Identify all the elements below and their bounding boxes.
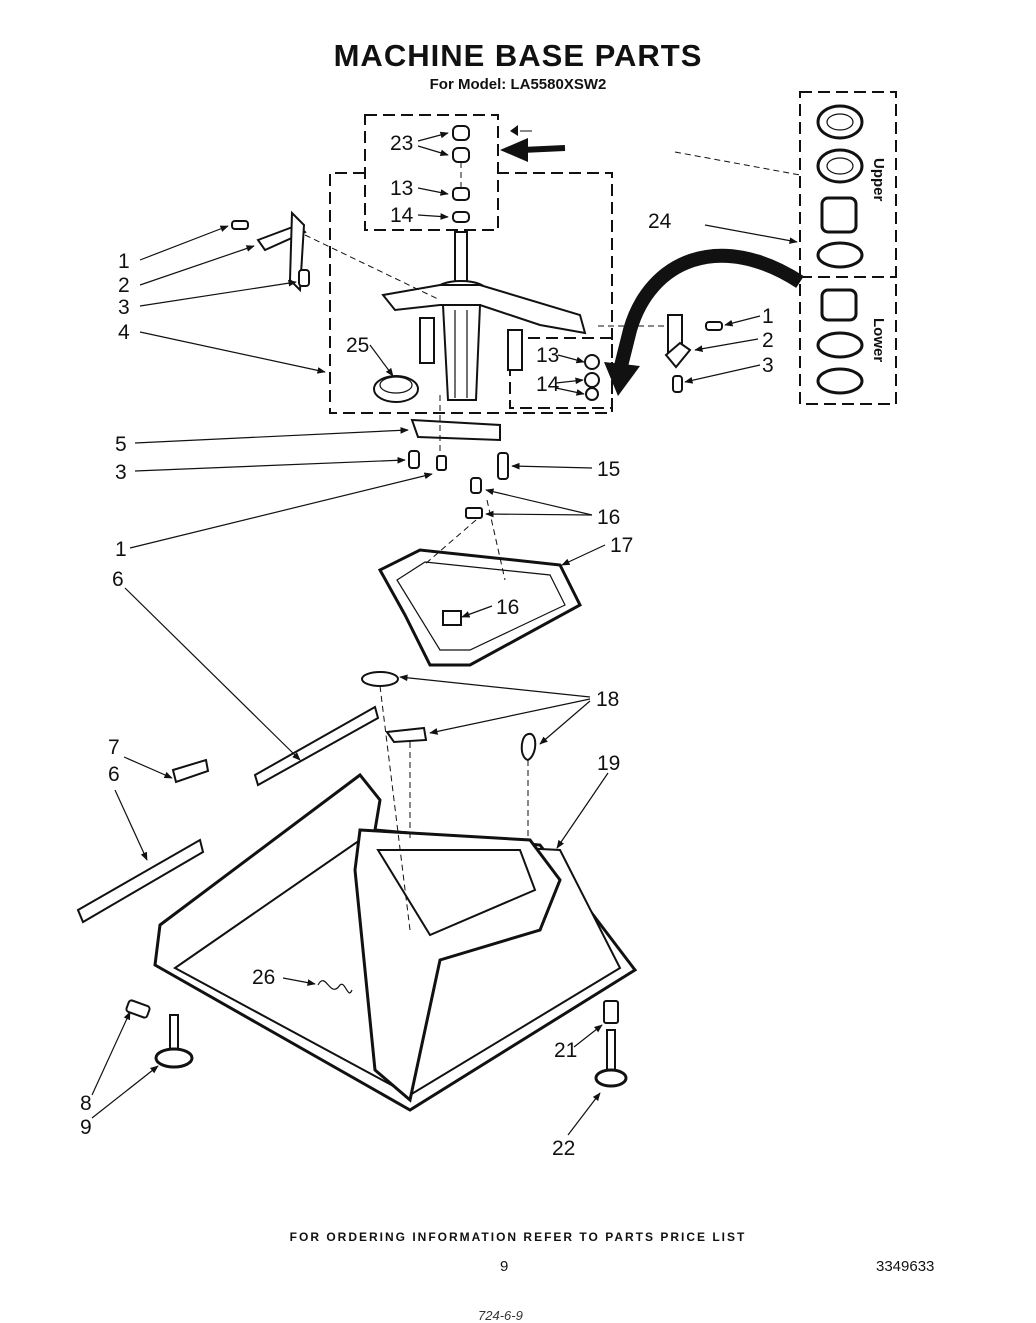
callout-25: 25 xyxy=(346,334,369,357)
callout-9: 9 xyxy=(80,1116,92,1139)
rail-6-upper-part xyxy=(253,705,380,787)
callout-22: 22 xyxy=(552,1137,575,1160)
big-curved-arrow-icon xyxy=(604,248,804,396)
bearing-kit-lower-parts xyxy=(816,288,864,395)
callout-8: 8 xyxy=(80,1092,92,1115)
bearing-kit-upper-parts xyxy=(816,104,864,269)
callout-1-right: 1 xyxy=(762,305,774,328)
callout-16-bottom: 16 xyxy=(496,596,519,619)
foot-21-22-part xyxy=(594,1000,628,1088)
callout-19: 19 xyxy=(597,752,620,775)
small-fastener-parts xyxy=(408,450,509,519)
leader-lines xyxy=(91,131,798,1136)
callout-17: 17 xyxy=(610,534,633,557)
callout-14-top: 14 xyxy=(390,204,414,227)
callout-16-top: 16 xyxy=(597,506,620,529)
spring-7-part xyxy=(171,758,210,784)
callout-13-right: 13 xyxy=(536,344,559,367)
right-bracket-assembly-part xyxy=(664,314,723,393)
alignment-lines xyxy=(304,162,668,931)
callout-13-top: 13 xyxy=(390,177,413,200)
callout-3-right: 3 xyxy=(762,354,774,377)
callout-7: 7 xyxy=(108,736,120,759)
callout-2-left: 2 xyxy=(118,274,130,297)
rail-6-lower-part xyxy=(76,838,205,924)
callout-18: 18 xyxy=(596,688,619,711)
callout-6-top: 6 xyxy=(112,568,124,591)
ordering-note: FOR ORDERING INFORMATION REFER TO PARTS … xyxy=(289,1230,747,1244)
inset-lower-label: Lower xyxy=(870,318,887,362)
callout-14-right: 14 xyxy=(536,373,560,396)
inset-pointer-line xyxy=(674,151,801,176)
callout-1-left: 1 xyxy=(118,250,130,273)
dashed-box-transmission-group xyxy=(329,172,613,414)
callout-4: 4 xyxy=(118,321,130,344)
callout-labels: 23 13 14 24 1 2 3 4 25 1 2 3 13 14 5 3 1… xyxy=(80,132,774,1160)
callout-1-center: 1 xyxy=(115,538,127,561)
frame-17-part xyxy=(377,548,582,667)
bearing-pair-13-14-part xyxy=(584,354,600,401)
callout-3-center: 3 xyxy=(115,461,127,484)
callout-6-bottom: 6 xyxy=(108,763,120,786)
left-bracket-assembly-part xyxy=(231,210,310,293)
callout-5: 5 xyxy=(115,433,127,456)
top-arrow-icon xyxy=(500,125,566,162)
page-number: 9 xyxy=(500,1258,509,1275)
document-number: 3349633 xyxy=(876,1258,935,1275)
callout-26: 26 xyxy=(252,966,275,989)
inset-upper-label: Upper xyxy=(870,158,887,202)
seal-ring-25-part xyxy=(373,375,419,403)
wire-26-part xyxy=(317,980,353,994)
page-title: MACHINE BASE PARTS xyxy=(333,38,703,73)
foot-8-9-part xyxy=(125,999,194,1069)
callout-23: 23 xyxy=(390,132,413,155)
dashed-box-top-bearings xyxy=(364,114,499,231)
callout-21: 21 xyxy=(554,1039,577,1062)
callout-2-right: 2 xyxy=(762,329,774,352)
handwritten-note: 724-6-9 xyxy=(478,1308,523,1323)
callout-24: 24 xyxy=(648,210,672,233)
brake-strap-5-part xyxy=(410,418,501,442)
dashed-box-bearing-kit-inset xyxy=(799,91,897,405)
callout-15: 15 xyxy=(597,458,620,481)
callout-3-left: 3 xyxy=(118,296,130,319)
model-subtitle: For Model: LA5580XSW2 xyxy=(429,76,607,93)
